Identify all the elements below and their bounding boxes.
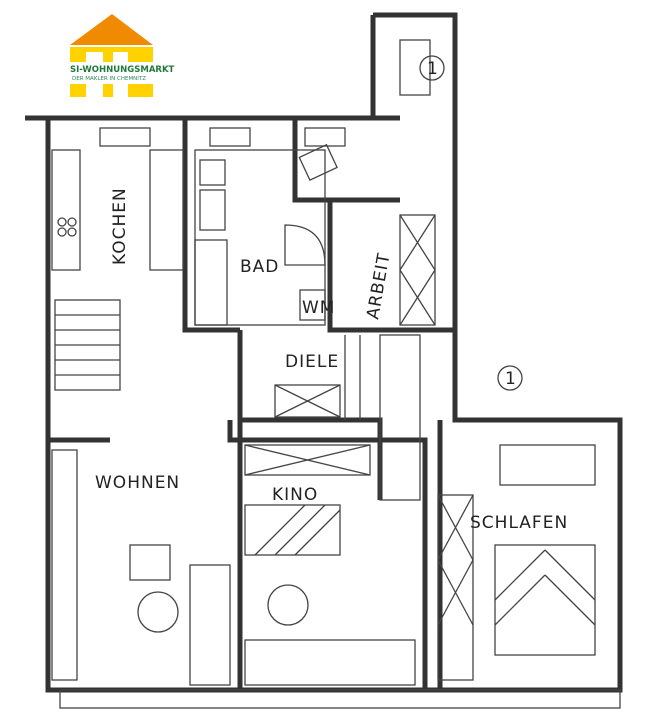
kitchen-fixtures — [51, 149, 184, 391]
svg-text:1: 1 — [427, 59, 439, 79]
logo: SI-WOHNUNGSMARKT DER MAKLER IN CHEMNITZ — [70, 14, 175, 97]
room-label-kitchen: KOCHEN — [110, 187, 130, 265]
room-label-kids: KINO — [272, 485, 318, 505]
balcony-marker-right: 1 — [497, 365, 523, 391]
logo-name: SI-WOHNUNGSMARKT — [70, 65, 175, 75]
windows — [59, 39, 621, 709]
room-label-bedroom: SCHLAFEN — [470, 513, 568, 533]
balcony-marker-top: 1 — [419, 55, 445, 81]
living-fixtures — [51, 449, 231, 686]
room-label-hall: DIELE — [285, 352, 339, 372]
room-label-office: ARBEIT — [363, 251, 394, 321]
room-label-living: WOHNEN — [95, 473, 180, 493]
room-label-bath: BAD — [240, 257, 279, 277]
walls — [25, 12, 623, 693]
svg-text:1: 1 — [505, 369, 517, 389]
washer-label: WM — [302, 298, 335, 318]
bath-fixtures — [194, 149, 326, 326]
bedroom-fixtures — [437, 444, 596, 681]
kids-fixtures — [244, 444, 416, 686]
office-fixtures — [298, 143, 436, 326]
logo-tagline: DER MAKLER IN CHEMNITZ — [72, 76, 146, 82]
hall-fixtures — [274, 334, 421, 501]
